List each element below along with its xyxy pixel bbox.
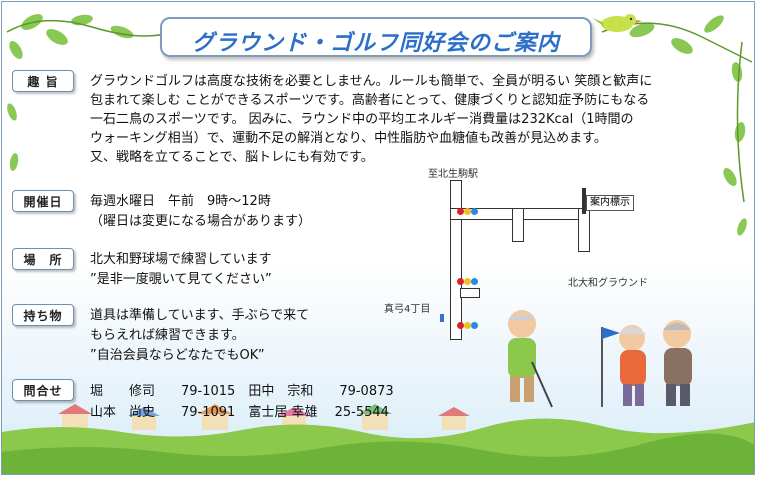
purpose-line: 一石二鳥のスポーツです。 因みに、ラウンド中の平均エネルギー消費量は232Kca… (90, 112, 634, 127)
items-line: 道具は準備しています、手ぶらで来て (90, 308, 310, 323)
traffic-light-icon (457, 208, 479, 216)
contact-line: 堀 修司 79-1015 田中 宗和 79-0873 (90, 384, 394, 399)
place-text: 北大和野球場で練習しています ”是非一度覗いて見てください” (90, 250, 272, 290)
traffic-light-icon (457, 322, 479, 330)
purpose-text: グラウンドゴルフは高度な技術を必要としません。ルールも簡単で、全員が明るい 笑顔… (90, 72, 652, 167)
bus-stop-icon (440, 314, 444, 322)
label-place: 場 所 (12, 248, 74, 270)
page-title: グラウンド・ゴルフ同好会のご案内 (191, 31, 560, 56)
map-road-side (460, 288, 480, 298)
map-road-branch (512, 208, 524, 242)
label-purpose: 趣 旨 (12, 70, 74, 92)
label-contact: 問合せ (12, 379, 74, 401)
items-text: 道具は準備しています、手ぶらで来て もらえれば練習できます。 ”自治会員ならどな… (90, 306, 309, 366)
map-sign: 案内標示 (586, 195, 634, 211)
purpose-line: 又、戦略を立てることで、脳トレにも有効です。 (90, 150, 374, 165)
place-line: ”是非一度覗いて見てください” (90, 272, 272, 287)
label-items: 持ち物 (12, 304, 74, 326)
place-line: 北大和野球場で練習しています (90, 252, 272, 267)
purpose-line: ウォーキング相当）で、運動不足の解消となり、中性脂肪や血糖値も改善が見込めます。 (90, 131, 607, 146)
title-box: グラウンド・ゴルフ同好会のご案内 (160, 17, 592, 57)
map-station-label: 至北生駒駅 (428, 169, 478, 180)
items-line: もらえれば練習できます。 (90, 328, 245, 343)
traffic-light-icon (457, 278, 479, 286)
purpose-line: グラウンドゴルフは高度な技術を必要としません。ルールも簡単で、全員が明るい 笑顔… (90, 74, 653, 89)
label-schedule: 開催日 (12, 190, 74, 212)
map-ground-label: 北大和グラウンド (568, 278, 648, 289)
map-road-ground (578, 208, 590, 252)
contact-line: 山本 尚史 79-1091 富士居 幸雄 25-5544 (90, 405, 389, 420)
map-road-vertical (450, 180, 462, 340)
schedule-text: 毎週水曜日 午前 9時～12時 （曜日は変更になる場合があります） (90, 192, 311, 232)
contact-text: 堀 修司 79-1015 田中 宗和 79-0873 山本 尚史 79-1091… (90, 381, 394, 423)
purpose-line: 包まれて楽しむ ことができるスポーツです。高齢者にとって、健康づくりと認知症予防… (90, 93, 650, 108)
schedule-line: （曜日は変更になる場合があります） (90, 214, 312, 229)
schedule-line: 毎週水曜日 午前 9時～12時 (90, 194, 271, 209)
map-intersection-label: 真弓4丁目 (384, 304, 431, 315)
sign-post (582, 188, 586, 214)
items-line: ”自治会員ならどなたでもOK” (90, 348, 265, 363)
